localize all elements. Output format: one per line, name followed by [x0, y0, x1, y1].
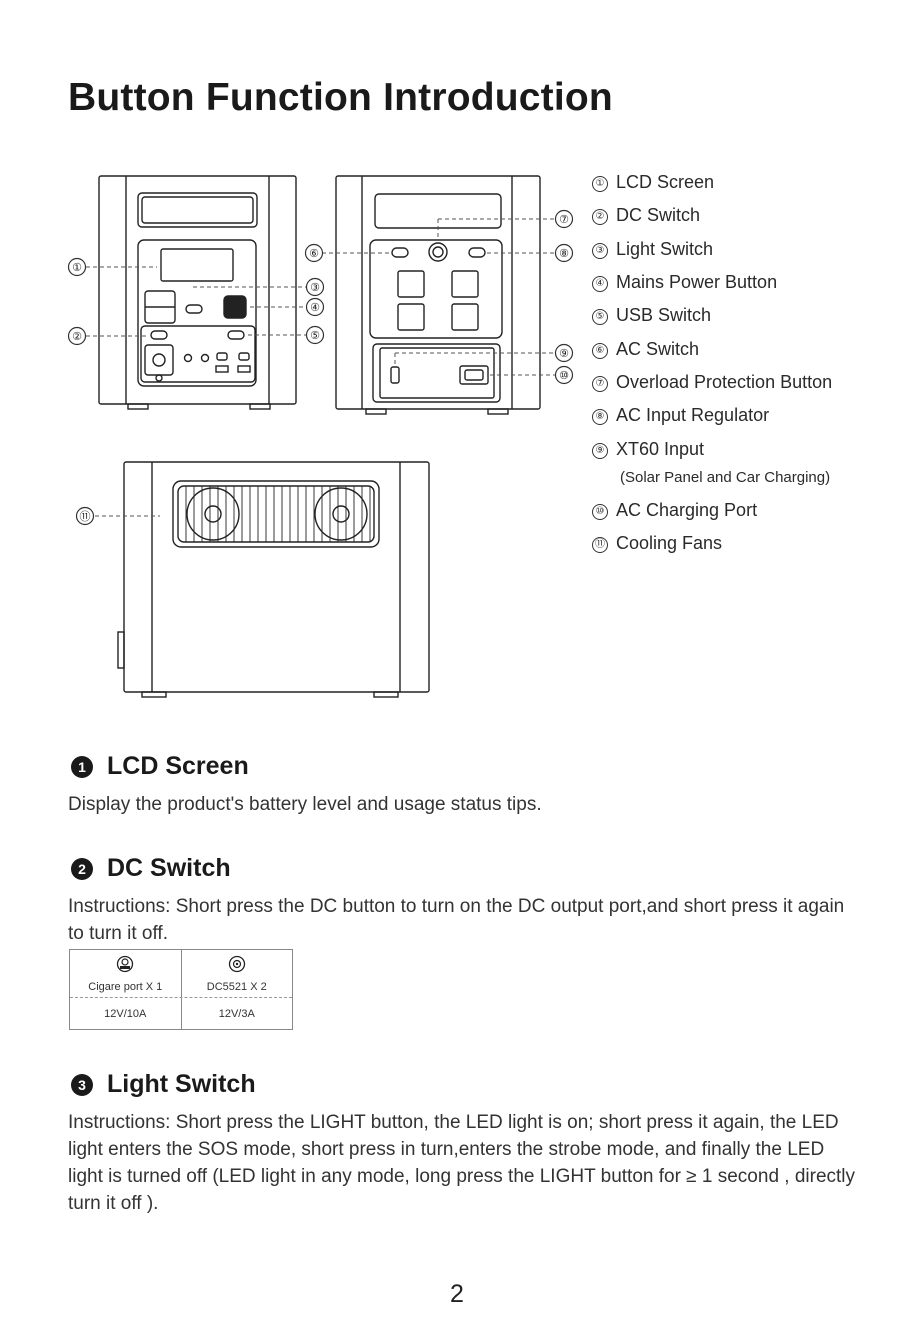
callout-2: ② [72, 331, 82, 343]
section-number-badge: 2 [71, 857, 93, 880]
callout-11: ⑪ [80, 510, 91, 523]
legend-label: Overload Protection Button [616, 372, 833, 392]
legend-number: ⑤ [592, 309, 608, 325]
legend-number: ① [592, 176, 608, 192]
legend-label: USB Switch [616, 305, 712, 325]
section-description: Display the product's battery level and … [68, 794, 542, 815]
legend-number: ⑦ [592, 376, 608, 392]
callout-10: ⑩ [559, 370, 569, 382]
spec-column: Cigare port X 1 12V/10A [70, 950, 181, 1029]
legend-label: AC Input Regulator [616, 405, 770, 425]
fan-grille-lines [185, 486, 371, 542]
spec-port-name: DC5521 X 2 [206, 981, 267, 993]
page-title: Button Function Introduction [68, 76, 613, 119]
legend-number: ⑨ [592, 443, 608, 459]
back-view-illustration [335, 175, 541, 415]
legend-note: (Solar Panel and Car Charging) [620, 469, 831, 486]
section-light-switch: 3 Light Switch Instructions: Short press … [68, 1070, 858, 1217]
dc-port-icon [228, 955, 245, 973]
callout-6: ⑥ [309, 248, 319, 260]
legend-label: Cooling Fans [616, 533, 723, 553]
legend-number: ⑪ [592, 537, 608, 553]
section-description: Instructions: Short press the DC button … [68, 896, 845, 944]
section-title: DC Switch [107, 854, 231, 882]
callout-markers [67, 209, 574, 526]
legend-number: ② [592, 209, 608, 225]
section-title: Light Switch [107, 1070, 256, 1098]
spec-port-rating: 12V/10A [104, 1008, 147, 1020]
front-view-illustration [98, 175, 297, 410]
legend-item: ② DC Switch [592, 205, 700, 226]
section-dc-switch: 2 DC Switch Instructions: Short press the… [68, 854, 858, 947]
legend-item: ① LCD Screen [592, 172, 714, 193]
legend-label: LCD Screen [616, 172, 715, 192]
callout-7: ⑦ [559, 214, 569, 226]
dc-port-spec-table: Cigare port X 1 12V/10A DC5521 X 2 12V/3… [69, 949, 293, 1030]
legend-number: ③ [592, 243, 608, 259]
legend-item: ⑦ Overload Protection Button [592, 372, 832, 393]
legend-item: ⑪ Cooling Fans [592, 533, 722, 554]
legend-item: ⑧ AC Input Regulator [592, 405, 769, 426]
legend-number: ④ [592, 276, 608, 292]
legend-number: ⑧ [592, 409, 608, 425]
section-heading: 1 LCD Screen [68, 752, 858, 781]
section-heading: 2 DC Switch [68, 854, 858, 883]
legend-item: ⑩ AC Charging Port [592, 500, 757, 521]
callout-5: ⑤ [310, 330, 320, 342]
section-description: Instructions: Short press the LIGHT butt… [68, 1112, 856, 1214]
callout-9: ⑨ [559, 348, 569, 360]
section-title: LCD Screen [107, 752, 249, 780]
legend-item: ⑥ AC Switch [592, 339, 699, 360]
product-diagram: ① ② ③ ④ ⑤ ⑥ ⑦ ⑧ ⑨ ⑩ ⑪ [67, 175, 574, 698]
spec-port-rating: 12V/3A [218, 1008, 255, 1020]
legend-label: Light Switch [616, 239, 714, 259]
side-view-illustration [117, 461, 430, 698]
cigarette-port-icon [117, 955, 134, 973]
legend-item: ⑤ USB Switch [592, 305, 711, 326]
section-lcd-screen: 1 LCD Screen Display the product's batter… [68, 752, 858, 818]
legend-item: ④ Mains Power Button [592, 272, 777, 293]
legend-label: XT60 Input [616, 439, 705, 459]
callout-1: ① [72, 262, 82, 274]
legend-label: DC Switch [616, 205, 701, 225]
legend-label: Mains Power Button [616, 272, 778, 292]
callout-4: ④ [310, 302, 320, 314]
callout-8: ⑧ [559, 248, 569, 260]
page-number: 2 [450, 1280, 464, 1308]
section-number-badge: 1 [71, 755, 93, 778]
callout-3: ③ [310, 282, 320, 294]
section-heading: 3 Light Switch [68, 1070, 858, 1099]
legend-number: ⑥ [592, 343, 608, 359]
spec-column: DC5521 X 2 12V/3A [180, 950, 293, 1029]
legend-number: ⑩ [592, 504, 608, 520]
callout-leader-lines [86, 218, 556, 517]
section-number-badge: 3 [71, 1073, 93, 1096]
legend-label: AC Charging Port [616, 500, 758, 520]
spec-port-name: Cigare port X 1 [88, 981, 163, 993]
legend-label: AC Switch [616, 339, 700, 359]
spec-divider [70, 997, 292, 998]
legend-item: ③ Light Switch [592, 239, 713, 260]
legend-item: ⑨ XT60 Input [592, 439, 704, 460]
